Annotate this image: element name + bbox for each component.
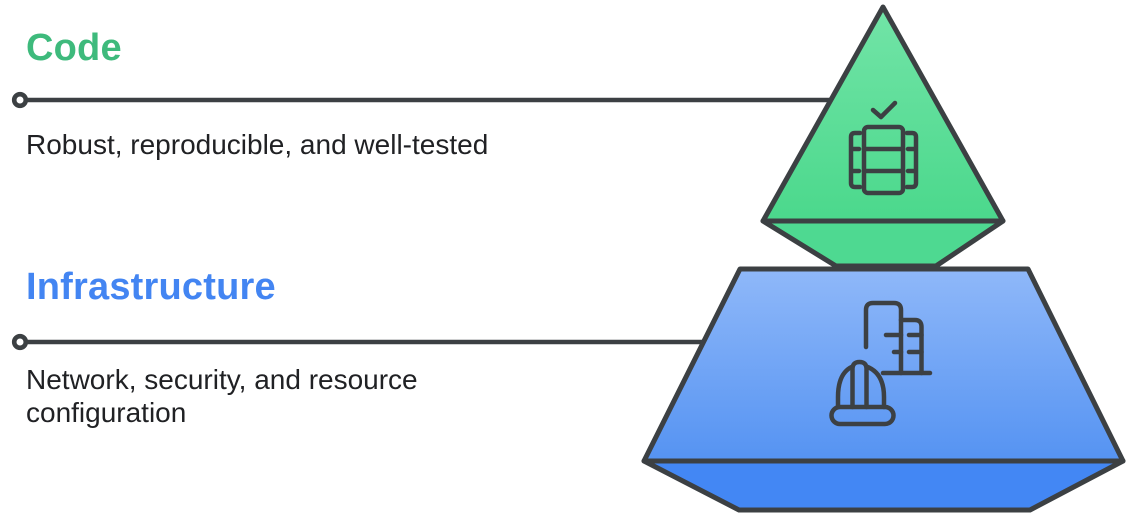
infrastructure-shape-face [641, 266, 1126, 464]
code-description: Robust, reproducible, and well-tested [26, 129, 489, 160]
code-heading: Code [26, 27, 122, 69]
buildings-icon [863, 300, 933, 376]
pyramid-level-infrastructure [641, 266, 1126, 513]
infrastructure-description: Network, security, and resource configur… [26, 364, 418, 428]
infrastructure-shape-underside [641, 458, 1126, 513]
code-shape-underside [760, 218, 1006, 269]
checkmark-icon [870, 100, 898, 120]
table-grid-icon [848, 124, 919, 196]
code-connector [11, 91, 831, 109]
code-connector-dot [11, 91, 29, 109]
infrastructure-connector [11, 333, 704, 351]
infrastructure-heading: Infrastructure [26, 266, 276, 308]
pyramid-level-code [760, 4, 1006, 269]
infrastructure-connector-dot [11, 333, 29, 351]
hard-hat-icon [829, 359, 896, 427]
